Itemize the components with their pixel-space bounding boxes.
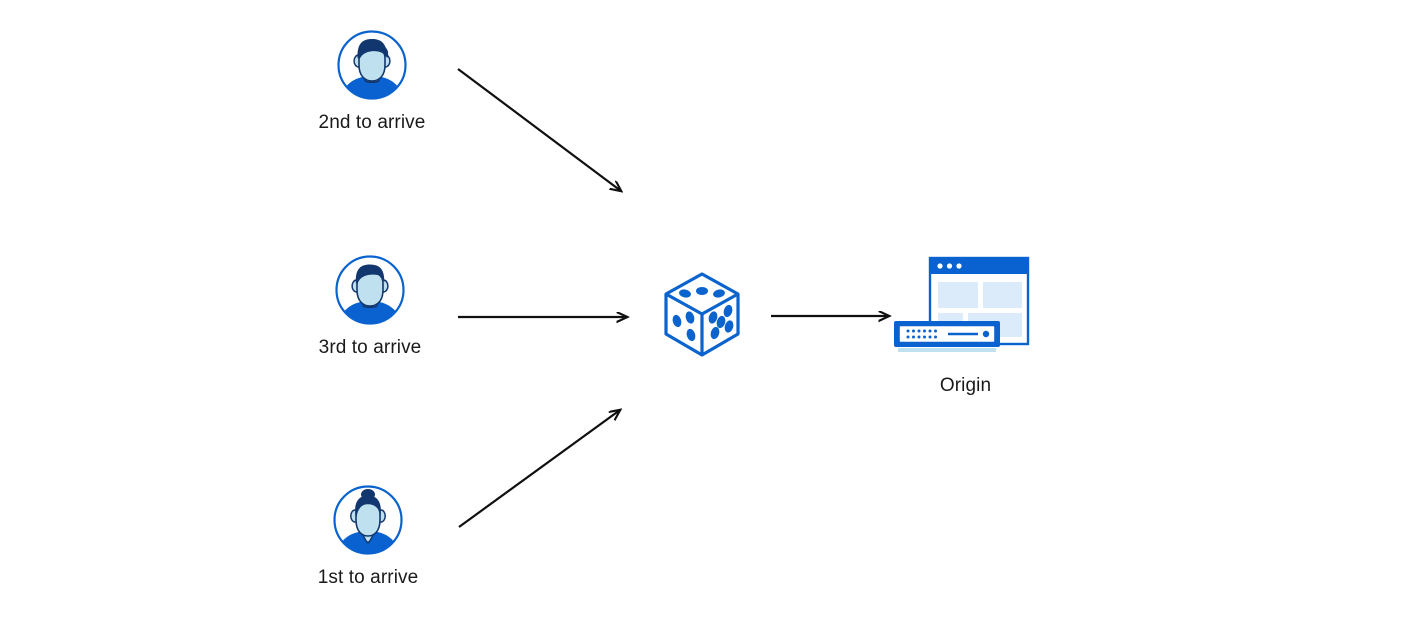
arrow-1st-to-dice bbox=[458, 410, 620, 528]
server-device bbox=[894, 321, 1000, 352]
person-avatar-icon bbox=[333, 253, 407, 327]
node-label-person-1st: 1st to arrive bbox=[317, 567, 419, 588]
node-person-2nd: 2nd to arrive bbox=[297, 28, 447, 134]
person-avatar-bun-icon bbox=[331, 483, 405, 557]
person-avatar-icon bbox=[335, 28, 409, 102]
node-dice bbox=[650, 262, 754, 366]
node-label-person-2nd: 2nd to arrive bbox=[318, 112, 426, 133]
dice-icon bbox=[650, 262, 754, 366]
node-person-1st: 1st to arrive bbox=[293, 483, 443, 589]
node-person-3rd: 3rd to arrive bbox=[295, 253, 445, 359]
node-label-person-3rd: 3rd to arrive bbox=[318, 337, 422, 358]
arrow-2nd-to-dice bbox=[457, 68, 621, 191]
node-origin: Origin bbox=[888, 253, 1043, 397]
node-label-origin: Origin bbox=[939, 375, 992, 396]
server-browser-icon bbox=[888, 253, 1043, 363]
